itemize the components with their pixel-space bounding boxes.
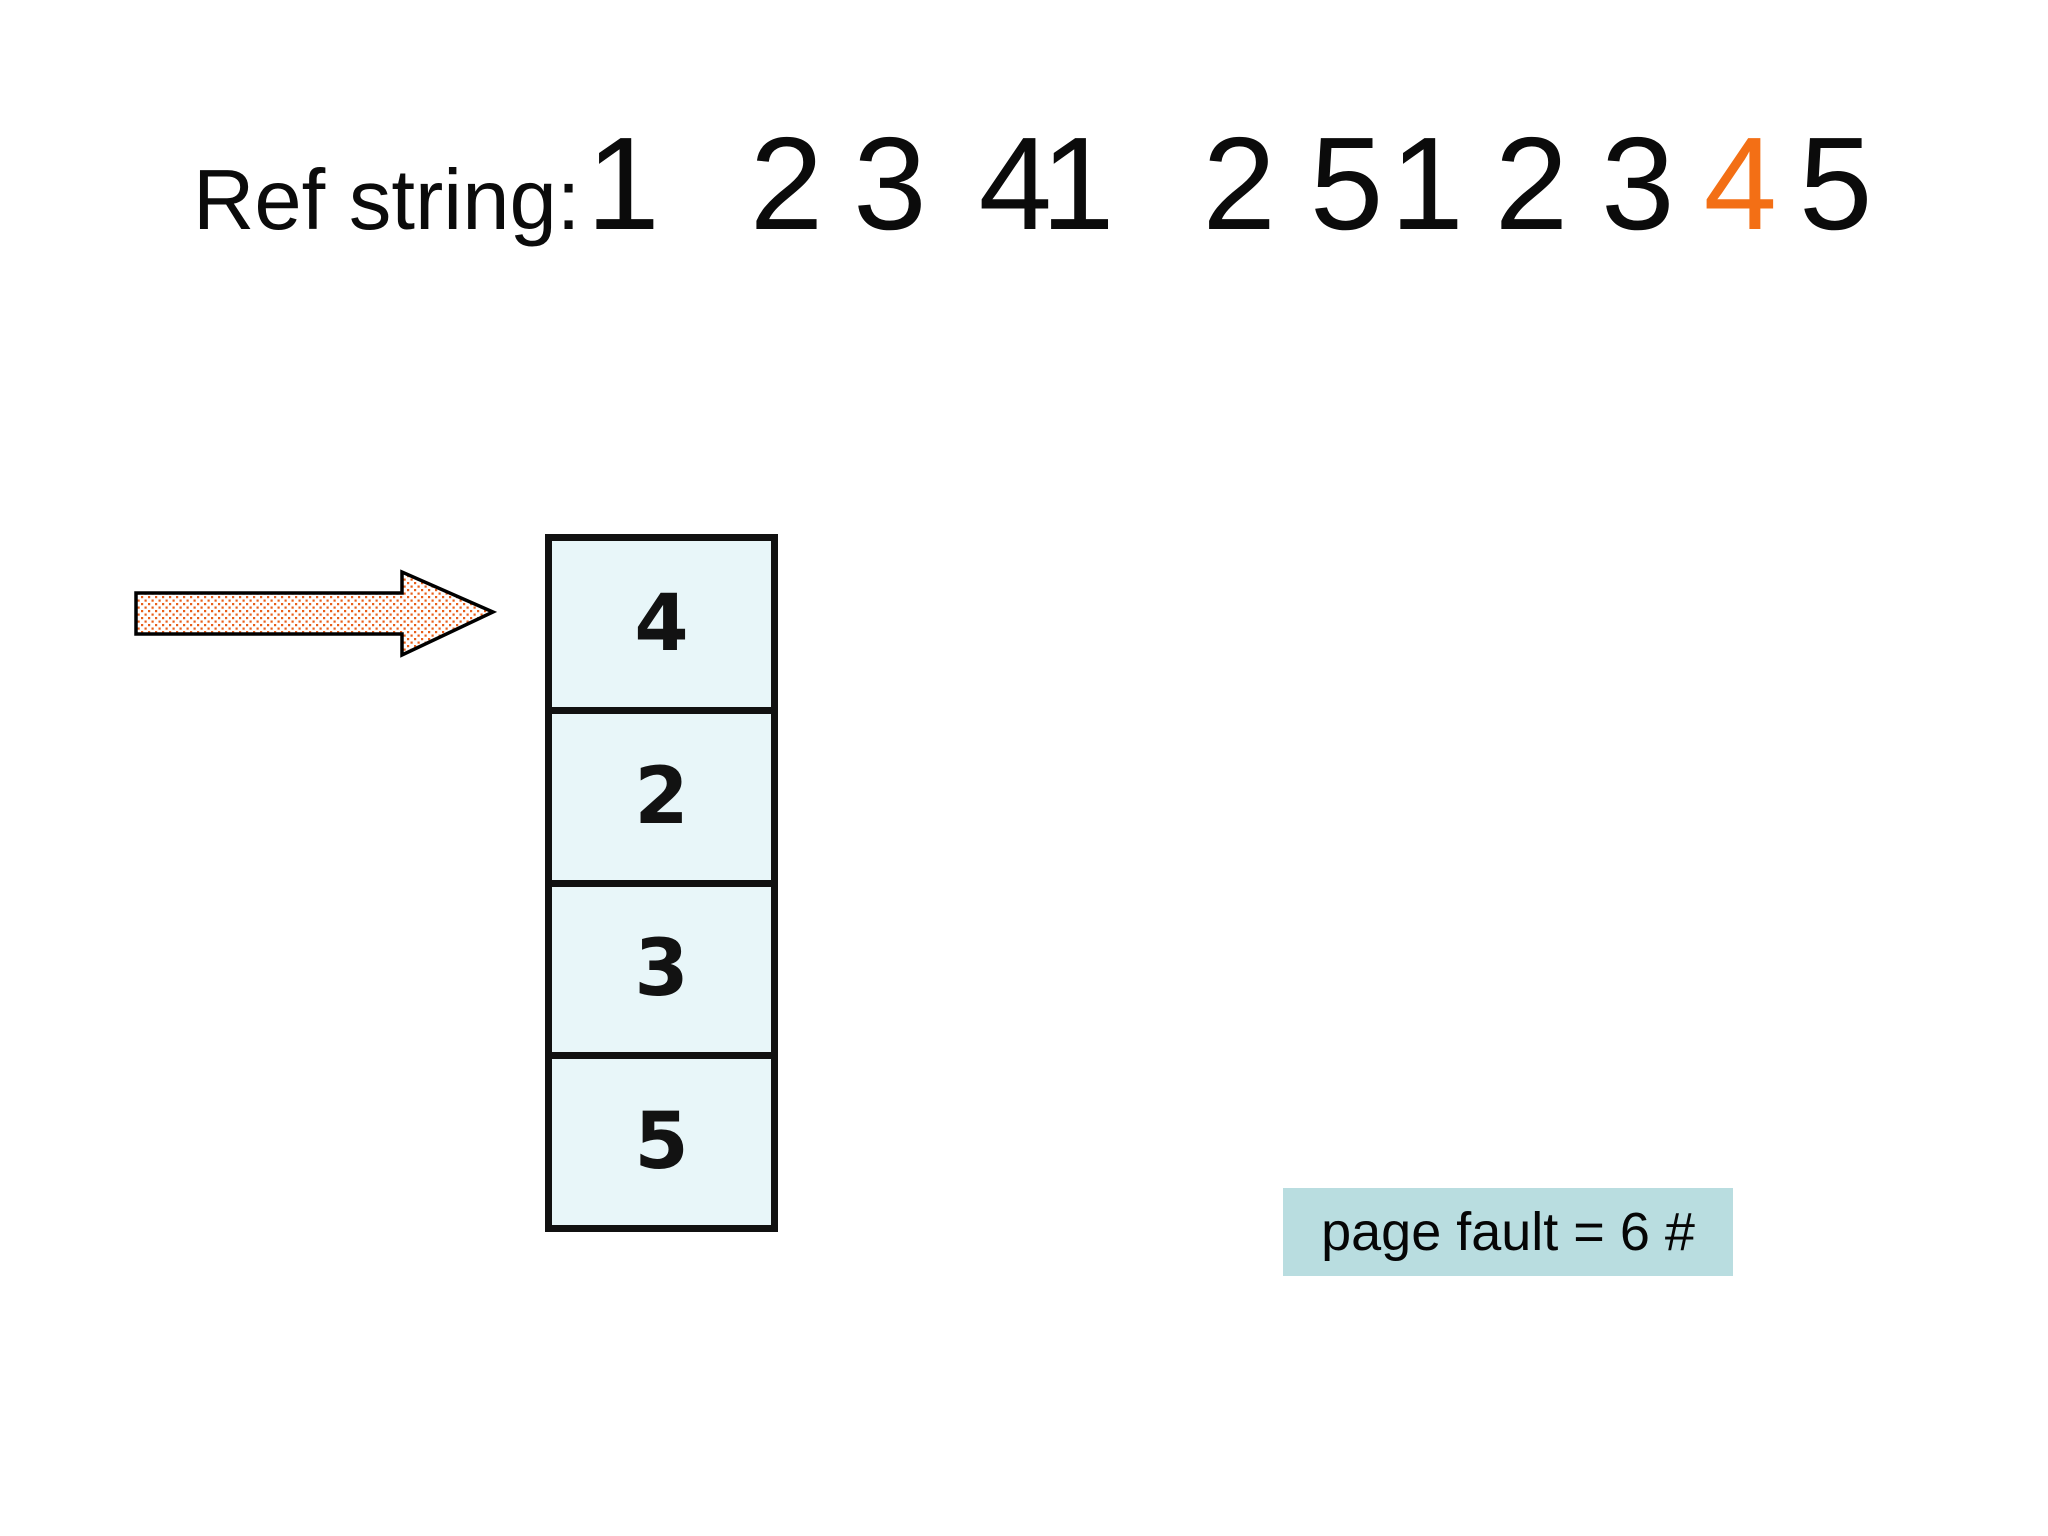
page-fault-badge: page fault = 6 # [1283,1188,1733,1276]
frame-cell-value: 2 [634,751,689,842]
ref-digit: 1 [586,110,660,257]
current-frame-arrow-icon [133,567,498,659]
ref-digit: 2 [1202,110,1276,257]
frame-cell-value: 5 [634,1097,689,1188]
frame-cell: 5 [552,1059,771,1225]
ref-digit: 1 [1041,110,1115,257]
ref-digit: 1 [1390,110,1464,257]
ref-digit-highlighted: 4 [1703,110,1777,257]
ref-digit: 3 [1601,110,1675,257]
ref-string-label: Ref string: [193,153,581,248]
arrow-right-icon [134,569,498,658]
ref-digit: 5 [1309,110,1384,257]
page-fault-text: page fault = 6 # [1321,1202,1695,1262]
frame-cell: 4 [552,541,771,707]
ref-digit: 2 [749,110,824,257]
frame-cell-value: 4 [634,578,689,669]
ref-digit: 2 [1494,110,1569,257]
ref-digit: 5 [1799,110,1873,257]
frame-cell-value: 3 [634,924,689,1015]
frame-column: 4 2 3 5 [545,534,778,1232]
frame-cell: 2 [552,713,771,880]
ref-digit: 3 [853,110,927,257]
ref-digit: 4 [978,110,1053,257]
frame-cell: 3 [552,886,771,1053]
